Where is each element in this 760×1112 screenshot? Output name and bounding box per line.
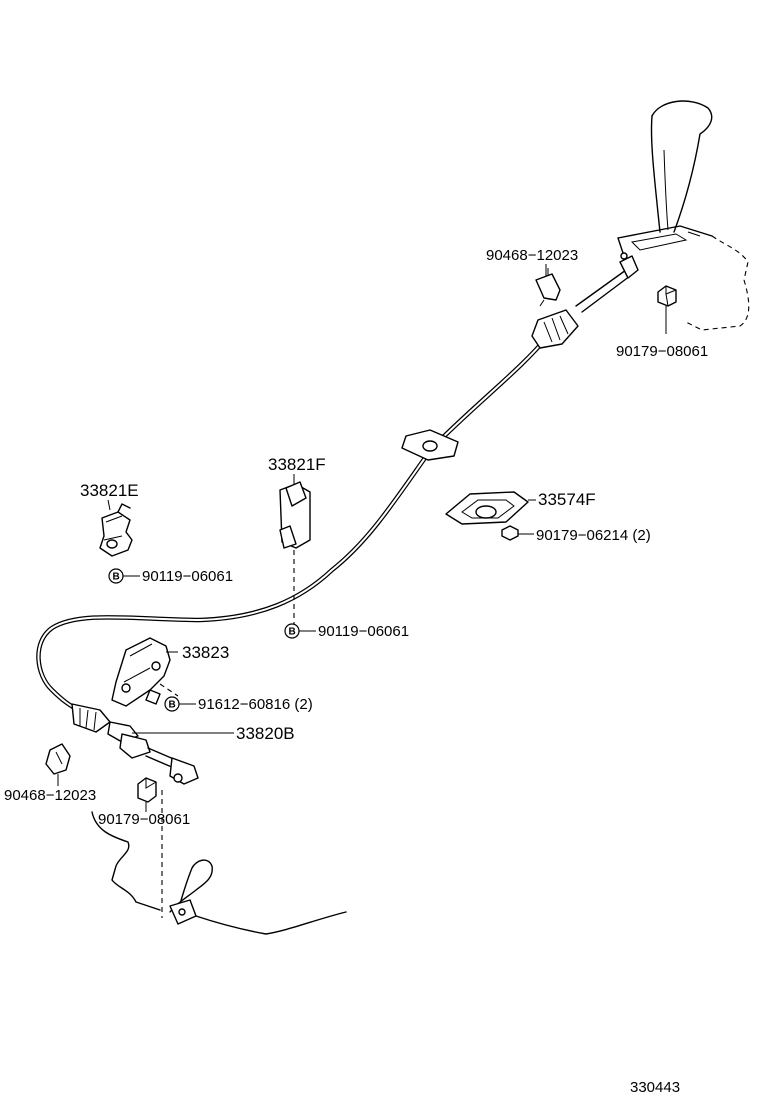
label-nut-shifter: 90179−08061 [616, 343, 708, 360]
label-shifter-bracket-bolt: 90468−12023 [486, 247, 578, 264]
diagram-code: 330443 [630, 1079, 680, 1096]
shifter-cable-end [575, 252, 639, 313]
label-nut-transmission: 90179−08061 [98, 811, 190, 828]
label-clamp-33821e: 33821E [80, 481, 139, 500]
nut-retainer [501, 525, 534, 541]
label-bolt-clamp-f: 90119−06061 [318, 623, 409, 640]
transmission-housing [91, 790, 347, 935]
label-bracket-33823: 33823 [182, 643, 229, 662]
label-nut-retainer: 90179−06214 (2) [536, 527, 651, 544]
bracket-33823 [111, 637, 179, 707]
badge-bolt-bracket: B [164, 696, 180, 712]
badge-bolt-clamp-e: B [108, 568, 124, 584]
label-bolt-clamp-e: 90119−06061 [142, 568, 233, 585]
nut-shifter [657, 285, 677, 334]
badge-bolt-clamp-f: B [284, 623, 300, 639]
clamp-33821e [99, 503, 133, 557]
transmission-clip [45, 743, 71, 786]
label-group: 90468−12023 90179−08061 33821F 33821E 33… [4, 247, 708, 1096]
label-transmission-clip: 90468−12023 [4, 787, 96, 804]
label-retainer-33574f: 33574F [538, 490, 596, 509]
shift-cable [36, 309, 579, 785]
shifter-bracket-clip [535, 268, 561, 307]
nut-transmission [137, 777, 157, 812]
label-cable-33820b: 33820B [236, 724, 295, 743]
retainer-33574f [445, 491, 536, 525]
label-bolt-bracket: 91612−60816 (2) [198, 696, 313, 713]
badge-letter: B [113, 572, 120, 583]
badge-letter: B [289, 627, 296, 638]
shift-lever-housing [617, 100, 750, 331]
badge-letter: B [169, 700, 176, 711]
label-clamp-33821f: 33821F [268, 455, 326, 474]
clamp-33821f [279, 481, 311, 624]
